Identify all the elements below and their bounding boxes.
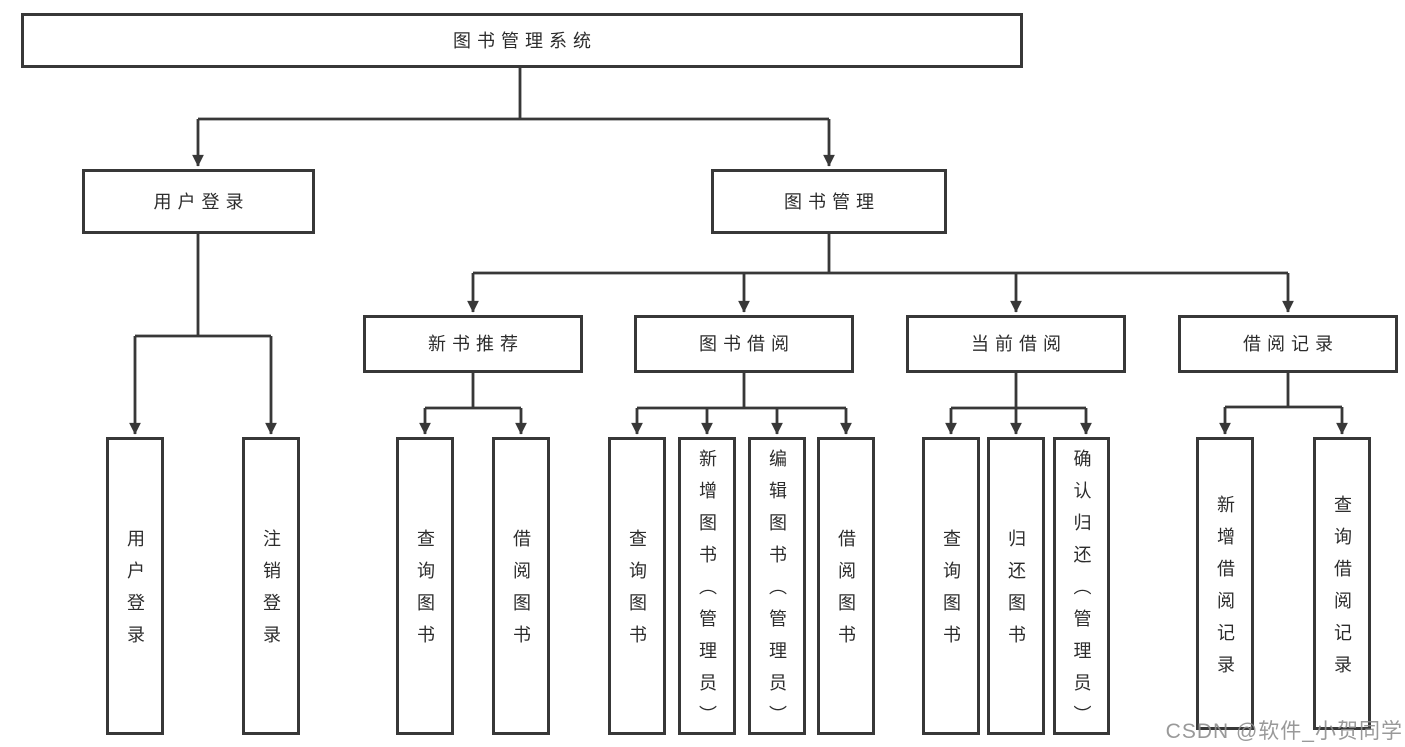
arrow-connectors [129,119,1348,435]
node-label: 用户登录 [125,529,145,657]
leaf-query-books-recommend: 查询图书 [396,437,454,735]
node-label: 确认归还（管理员） [1071,449,1092,737]
leaf-add-book-admin: 新增图书（管理员） [678,437,736,737]
node-library-system: 图书管理系统 [21,13,1023,68]
node-label: 新书推荐 [428,334,524,354]
node-label: 编辑图书（管理员） [767,449,787,737]
node-label: 借阅图书 [511,529,531,657]
node-borrowing-records: 借阅记录 [1178,315,1398,373]
node-current-borrowing: 当前借阅 [906,315,1126,373]
node-label: 查询图书 [941,529,961,657]
leaf-add-borrow-record: 新增借阅记录 [1196,437,1254,730]
node-label: 当前借阅 [971,334,1067,354]
leaf-borrow-books-recommend: 借阅图书 [492,437,550,735]
leaf-query-books-borrowing: 查询图书 [608,437,666,735]
node-label: 归还图书 [1006,529,1026,657]
node-label: 用户登录 [153,191,250,212]
node-label: 新增图书（管理员） [697,449,717,737]
leaf-borrow-books-borrowing: 借阅图书 [817,437,875,735]
node-label: 查询图书 [627,529,647,657]
node-label: 图书管理 [784,191,880,212]
node-label: 查询借阅记录 [1332,494,1352,687]
leaf-user-login: 用户登录 [106,437,164,735]
node-label: 借阅图书 [836,529,856,657]
watermark: CSDN @软件_小贺同学 [1165,720,1403,743]
leaf-edit-book-admin: 编辑图书（管理员） [748,437,806,737]
node-user-login: 用户登录 [82,169,315,234]
node-label: 注销登录 [261,529,281,657]
leaf-query-books-current: 查询图书 [922,437,980,735]
node-label: 图书借阅 [699,334,795,354]
node-label: 新增借阅记录 [1215,494,1235,687]
leaf-query-borrow-record: 查询借阅记录 [1313,437,1371,730]
node-book-borrowing: 图书借阅 [634,315,854,373]
node-label: 图书管理系统 [453,30,597,51]
node-book-management: 图书管理 [711,169,947,234]
node-new-book-recommend: 新书推荐 [363,315,583,373]
node-label: 查询图书 [415,529,435,657]
leaf-logout: 注销登录 [242,437,300,735]
leaf-confirm-return-admin: 确认归还（管理员） [1053,437,1110,737]
node-label: 借阅记录 [1243,334,1339,354]
leaf-return-books: 归还图书 [987,437,1045,735]
